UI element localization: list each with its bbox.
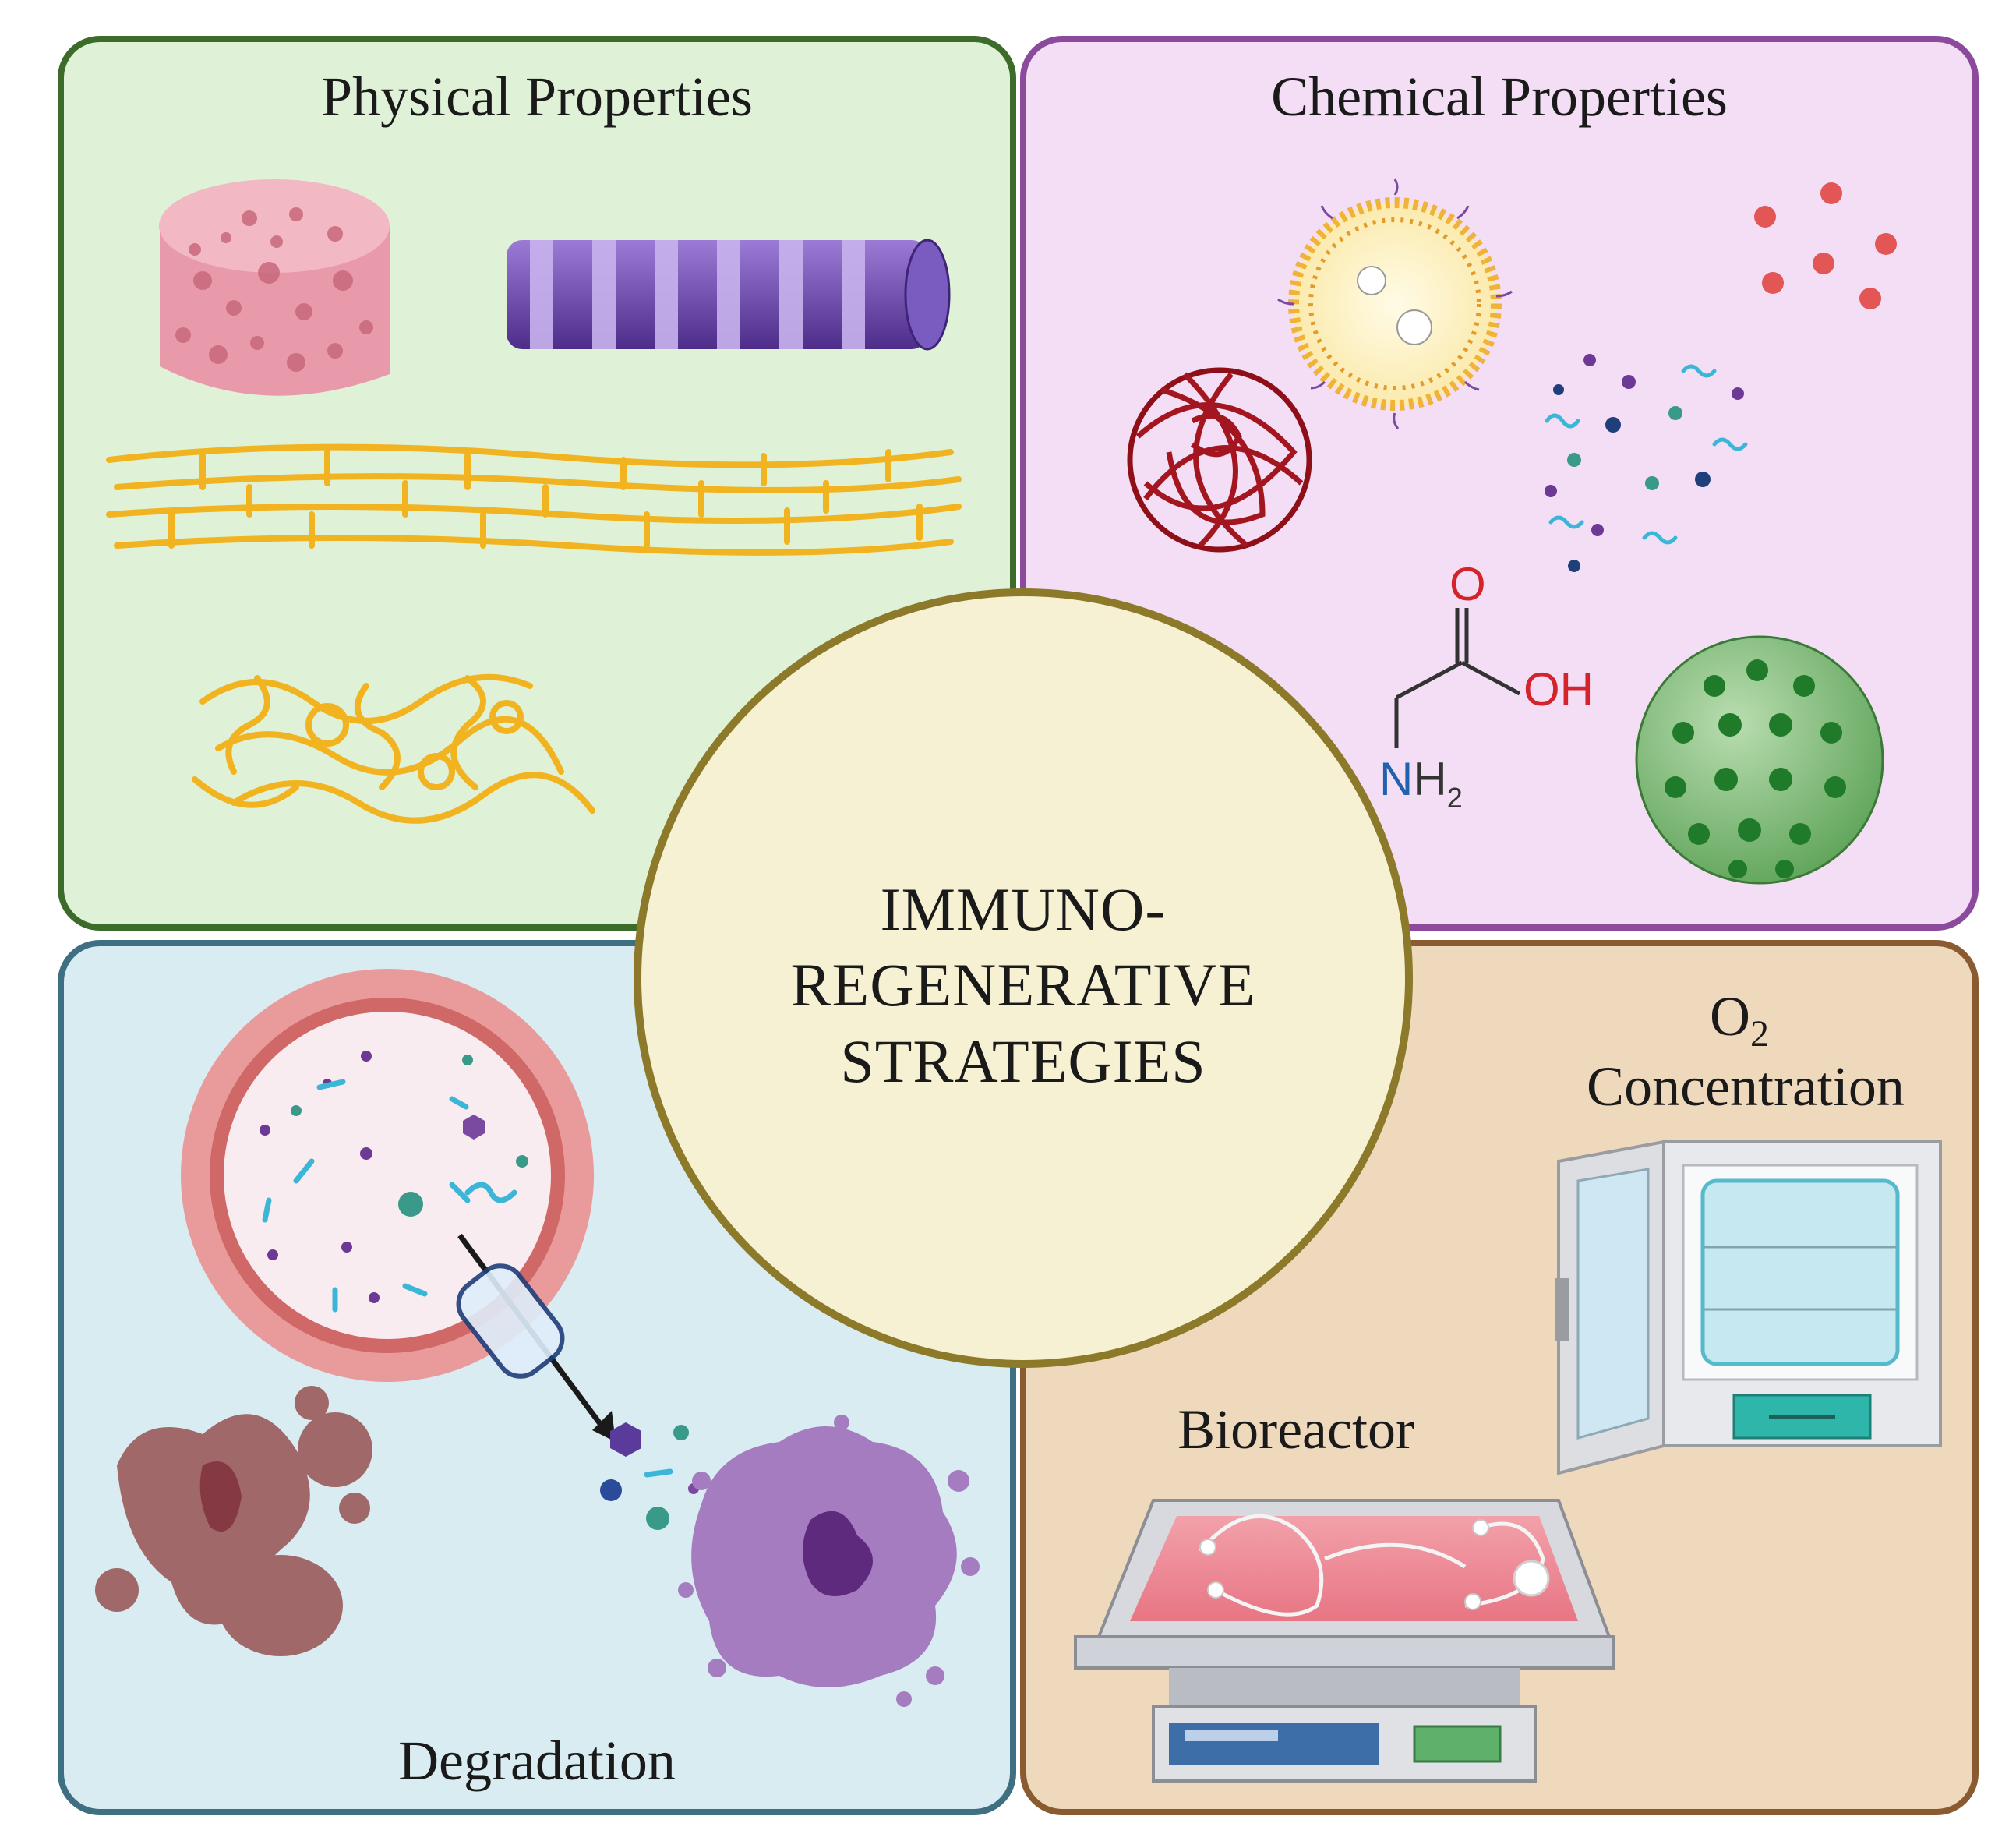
panel-oxygen-title: O2 [1710,985,1769,1055]
fiber-bundle-icon [507,239,951,351]
center-circle [634,588,1413,1368]
amine-nitrogen: N [1379,753,1413,805]
polymer-coil-icon [1127,367,1312,553]
panel-degradation-title: Degradation [398,1730,676,1792]
apoptotic-cells-icon [95,1386,372,1656]
amine-label: NH2 [1379,753,1463,814]
glycine-molecule-icon: O OH NH2 [1379,558,1594,814]
center-title-line2: REGENERATIVE [791,951,1256,1019]
oxygen-subscript: 2 [1750,1013,1769,1055]
center-hub: IMMUNO- REGENERATIVE STRATEGIES [634,588,1413,1368]
center-title-line3: STRATEGIES [840,1027,1206,1095]
amine-hydrogen: H [1413,753,1446,805]
green-nanoparticle-icon [1635,635,1884,885]
hydroxyl-label: OH [1523,663,1594,716]
center-title-line1: IMMUNO- [881,875,1167,943]
panel-oxygen-title-line2: Concentration [1587,1055,1905,1118]
random-fibers-icon [192,673,595,824]
panel-chemical-title: Chemical Properties [1271,65,1728,128]
porous-scaffold-icon [159,179,390,396]
bioreactor-label: Bioreactor [1177,1398,1414,1461]
degrading-scaffold-icon [181,969,594,1382]
macrophage-icon [678,1415,980,1707]
bioreactor-icon [1074,1499,1615,1783]
released-particles-icon [600,1422,699,1530]
carbonyl-oxygen-label: O [1449,558,1486,610]
oxygen-symbol: O [1710,985,1750,1048]
panel-physical-title: Physical Properties [321,65,753,128]
magnifier-arrow-icon [456,1233,616,1442]
red-particles-icon [1754,182,1897,309]
incubator-icon [1555,1140,1942,1475]
aligned-fibers-icon [106,443,962,556]
liposome-icon [1277,178,1513,429]
mixed-molecules-icon [1545,354,1748,572]
amine-subscript: 2 [1447,782,1463,814]
